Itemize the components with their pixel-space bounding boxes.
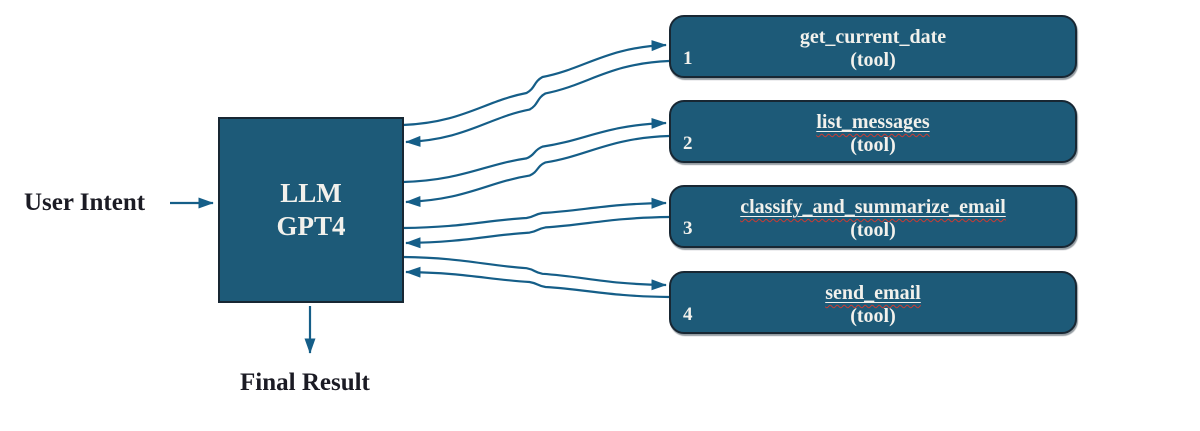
spellcheck-squiggle: send_email: [825, 282, 921, 304]
llm-node-line2: GPT4: [276, 211, 346, 241]
tool-step-number: 3: [683, 218, 693, 239]
tool-step-number: 4: [683, 304, 693, 325]
tool-name: get_current_date: [799, 26, 947, 48]
spellcheck-squiggle: classify_and_summarize_email: [740, 196, 1006, 218]
tool-type-label: (tool): [850, 219, 896, 241]
wire-call-4: [402, 255, 667, 291]
llm-node: LLM GPT4: [218, 117, 404, 303]
tool-step-number: 1: [683, 48, 693, 69]
wire-call-2: [402, 117, 667, 184]
tool-name: send_email: [671, 282, 1075, 305]
tool-node-send-email: 4 send_email (tool): [669, 271, 1077, 334]
tool-name: classify_and_summarize_email: [671, 196, 1075, 219]
wire-call-3: [402, 197, 667, 230]
tool-step-number: 2: [683, 133, 693, 154]
final-result-label: Final Result: [240, 369, 370, 396]
llm-node-line1: LLM: [280, 178, 342, 208]
wire-return-4: [405, 266, 670, 299]
tool-node-list-messages: 2 list_messages (tool): [669, 100, 1077, 163]
wire-return-3: [405, 215, 670, 249]
tool-node-classify-and-summarize-email: 3 classify_and_summarize_email (tool): [669, 185, 1077, 248]
tool-type-label: (tool): [850, 134, 896, 156]
wire-call-1: [402, 40, 667, 127]
tool-name: list_messages: [671, 111, 1075, 134]
tool-type-label: (tool): [850, 305, 896, 327]
wire-return-1: [405, 59, 670, 147]
tool-type-label: (tool): [850, 49, 896, 71]
spellcheck-squiggle: list_messages: [816, 111, 930, 133]
tool-node-get-current-date: 1 get_current_date (tool): [669, 15, 1077, 78]
wire-return-2: [405, 134, 670, 208]
user-intent-label: User Intent: [24, 189, 146, 216]
